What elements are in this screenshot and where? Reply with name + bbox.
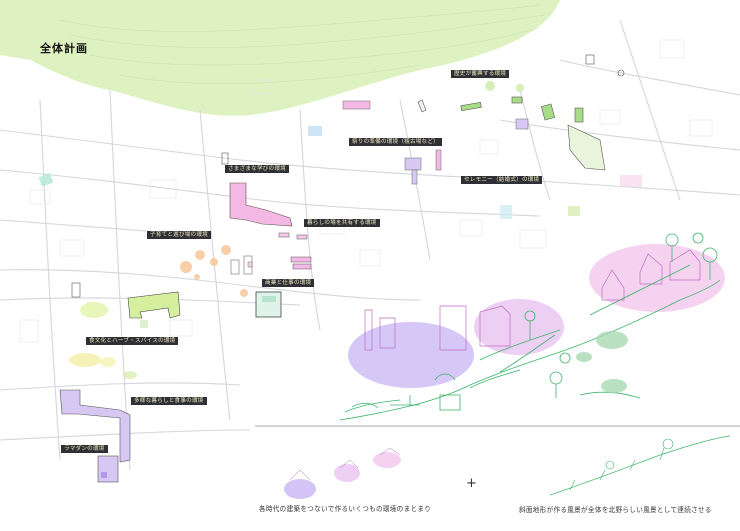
learning-zone [221,152,312,270]
elevation-drawing [255,232,740,427]
contour-lines [59,4,546,84]
label-diverse: 多様な暮らしと食事の環境 [131,397,207,405]
caption-left: 各時代の建築をつないで作るいくつもの環境のまとまり [259,505,432,513]
page-title: 全体計画 [40,42,88,55]
label-history: 歴史が奮興する環境 [451,70,510,78]
building-outlines [19,39,713,343]
caption-right: 斜面地形が作る風景が全体を北野らしい風景として連続させる [519,506,712,514]
label-learning: さまざまな学びの環境 [225,165,289,173]
label-ceremony: セレモニー（結婚式）の環境 [461,176,543,184]
festival-zone [308,100,642,187]
label-childcare: 子育てと遊び場の環境 [147,231,211,239]
label-festival: 祭りの準備の環境（稽古場など） [349,138,442,146]
mini-diagrams [284,435,731,499]
plus-sign: + [466,476,477,491]
history-zone [417,54,625,171]
commerce-zone [255,291,282,318]
food-zone [69,282,181,379]
diverse-zone [59,389,131,483]
label-commerce: 商業と仕事の環境 [262,279,315,287]
label-ramadan: ラマダンの環境 [61,445,108,453]
hillside-green-area [0,0,560,116]
label-food: 食文化とハーブ・スパイスの環境 [86,337,179,345]
label-sharing: 暮らしの場を共有する環境 [304,219,380,227]
childcare-zone [140,245,253,328]
